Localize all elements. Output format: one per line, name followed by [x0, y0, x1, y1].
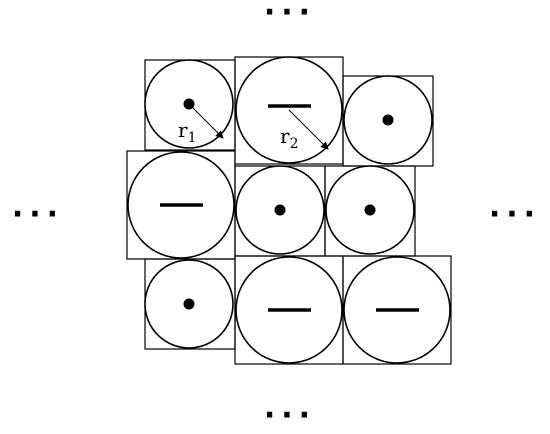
cell-r2-c0: [144, 258, 236, 350]
ellipsis-top: ···: [264, 0, 316, 30]
label-r2-sub: 2: [290, 136, 299, 152]
dot-mark: [274, 204, 286, 216]
ellipsis-left: ···: [12, 197, 64, 232]
cell-r2-c1: [234, 255, 344, 365]
cell-r1-c2: [324, 165, 416, 257]
ellipsis-right: ···: [489, 197, 541, 232]
label-r2: r2: [280, 124, 298, 152]
dot-mark: [183, 298, 195, 310]
label-r2-main: r: [280, 124, 290, 148]
label-r1: r1: [178, 118, 196, 146]
cell-r1-c1: [234, 165, 326, 257]
ellipsis-bottom: ···: [264, 398, 316, 433]
cell-box: [342, 255, 452, 365]
cell-r2-c2: [342, 255, 452, 365]
radius-arrow-r2: [288, 109, 329, 150]
dot-mark: [364, 204, 376, 216]
cell-r1-c0: [126, 150, 236, 260]
label-r1-main: r: [178, 118, 188, 142]
cell-r0-c2: [342, 75, 434, 167]
label-r1-sub: 1: [188, 130, 197, 146]
dot-mark: [382, 114, 394, 126]
radius-arrow-r1: [188, 103, 224, 139]
